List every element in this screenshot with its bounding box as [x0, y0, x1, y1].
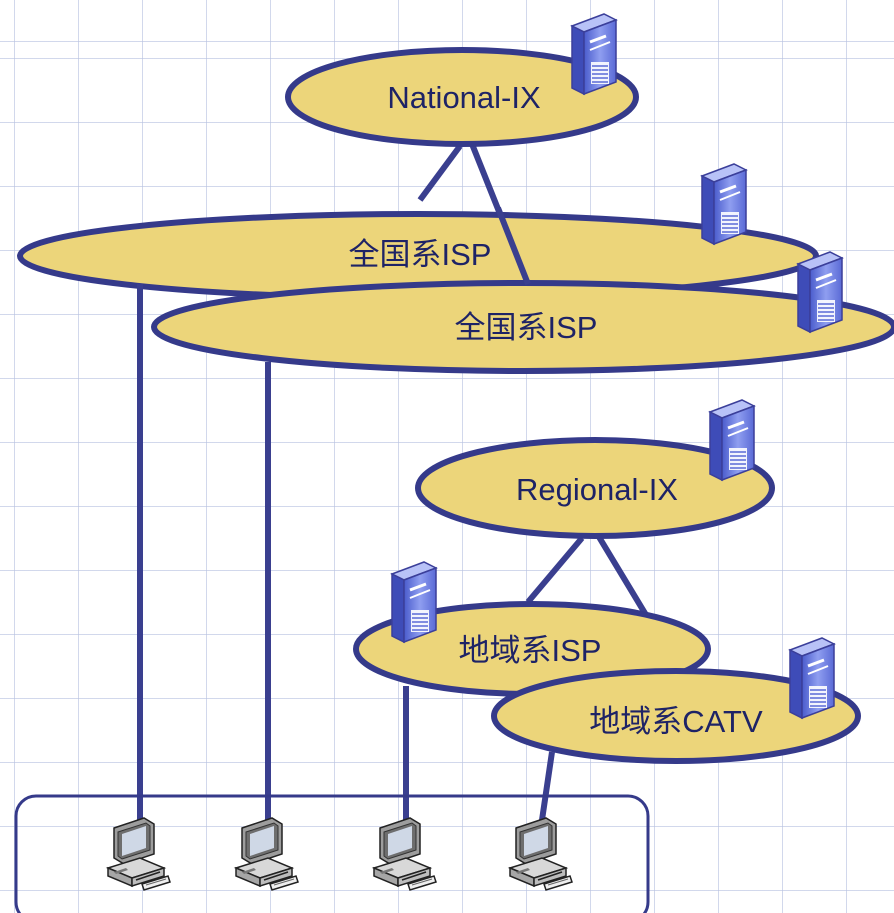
- server-icon: [390, 560, 438, 644]
- server-icon: [708, 398, 756, 482]
- access-line-4: [539, 751, 555, 821]
- link-national-ix-overlay: [495, 206, 531, 286]
- server-icon: [796, 250, 844, 334]
- regional-ix-cloud: [415, 437, 775, 539]
- user-group-box: [14, 794, 650, 913]
- computer-icon: [107, 817, 171, 891]
- link-national-ix-to-isp-1: [417, 144, 463, 202]
- isp-regional-label: 地域系ISP: [459, 633, 602, 668]
- server-icon: [788, 636, 836, 720]
- link-regional-ix-to-isp: [525, 536, 585, 604]
- catv-regional-label: 地域系CATV: [589, 704, 763, 739]
- isp-national-2-cloud: [151, 280, 894, 374]
- server-icon: [700, 162, 748, 246]
- server-icon: [570, 12, 618, 96]
- national-ix-label: National-IX: [387, 80, 541, 115]
- computer-icon: [373, 817, 437, 891]
- regional-ix-label: Regional-IX: [516, 472, 678, 507]
- computer-icon: [509, 817, 573, 891]
- isp-national-2-label: 全国系ISP: [455, 310, 598, 345]
- isp-national-1-label: 全国系ISP: [349, 237, 492, 272]
- computer-icon: [235, 817, 299, 891]
- national-ix-cloud: [285, 47, 639, 147]
- catv-regional-cloud: [491, 668, 861, 764]
